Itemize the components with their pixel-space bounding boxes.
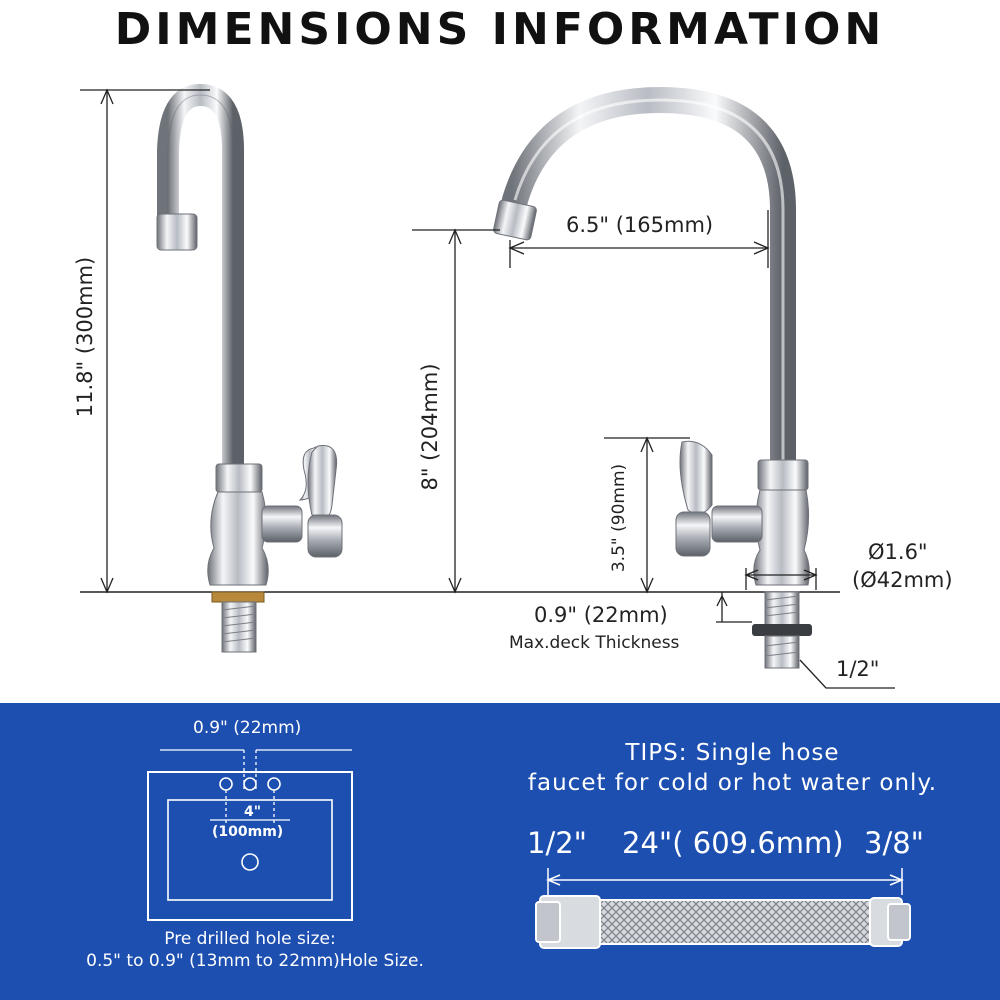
- right-faucet: [493, 86, 812, 669]
- deck-thickness-caption: Max.deck Thickness: [509, 633, 680, 653]
- base-diameter-mm-label: (Ø42mm): [852, 568, 953, 592]
- hole-size-line2: 0.5" to 0.9" (13mm to 22mm)Hole Size.: [86, 951, 424, 971]
- right-dimension-lines: [412, 210, 895, 689]
- tips-line2: faucet for cold or hot water only.: [527, 770, 938, 796]
- page-title: DIMENSIONS INFORMATION: [114, 4, 886, 55]
- center-spacing-in-label: 4": [244, 804, 262, 820]
- hose-right-size: 3/8": [864, 826, 925, 860]
- base-diameter-in-label: Ø1.6": [868, 540, 928, 564]
- height-dimension-line: [80, 88, 210, 594]
- info-panel-background: [0, 703, 1000, 1000]
- spout-reach-label: 6.5" (165mm): [566, 213, 714, 237]
- hose-left-size: 1/2": [527, 826, 588, 860]
- handle-height-label: 3.5" (90mm): [609, 463, 629, 573]
- sink-top-view: [147, 749, 353, 921]
- hole-size-line1: Pre drilled hole size:: [164, 929, 336, 949]
- left-faucet: [156, 83, 343, 653]
- hose-illustration: [535, 868, 911, 949]
- hole-spacing-label: 0.9" (22mm): [193, 718, 302, 738]
- thread-size-label: 1/2": [836, 657, 880, 681]
- hose-length: 24"( 609.6mm): [622, 826, 844, 860]
- total-height-label: 11.8" (300mm): [73, 256, 97, 418]
- spout-height-label: 8" (204mm): [418, 363, 442, 491]
- deck-thickness-label: 0.9" (22mm): [534, 603, 668, 627]
- tips-line1: TIPS: Single hose: [625, 740, 840, 766]
- center-spacing-mm-label: (100mm): [212, 824, 284, 840]
